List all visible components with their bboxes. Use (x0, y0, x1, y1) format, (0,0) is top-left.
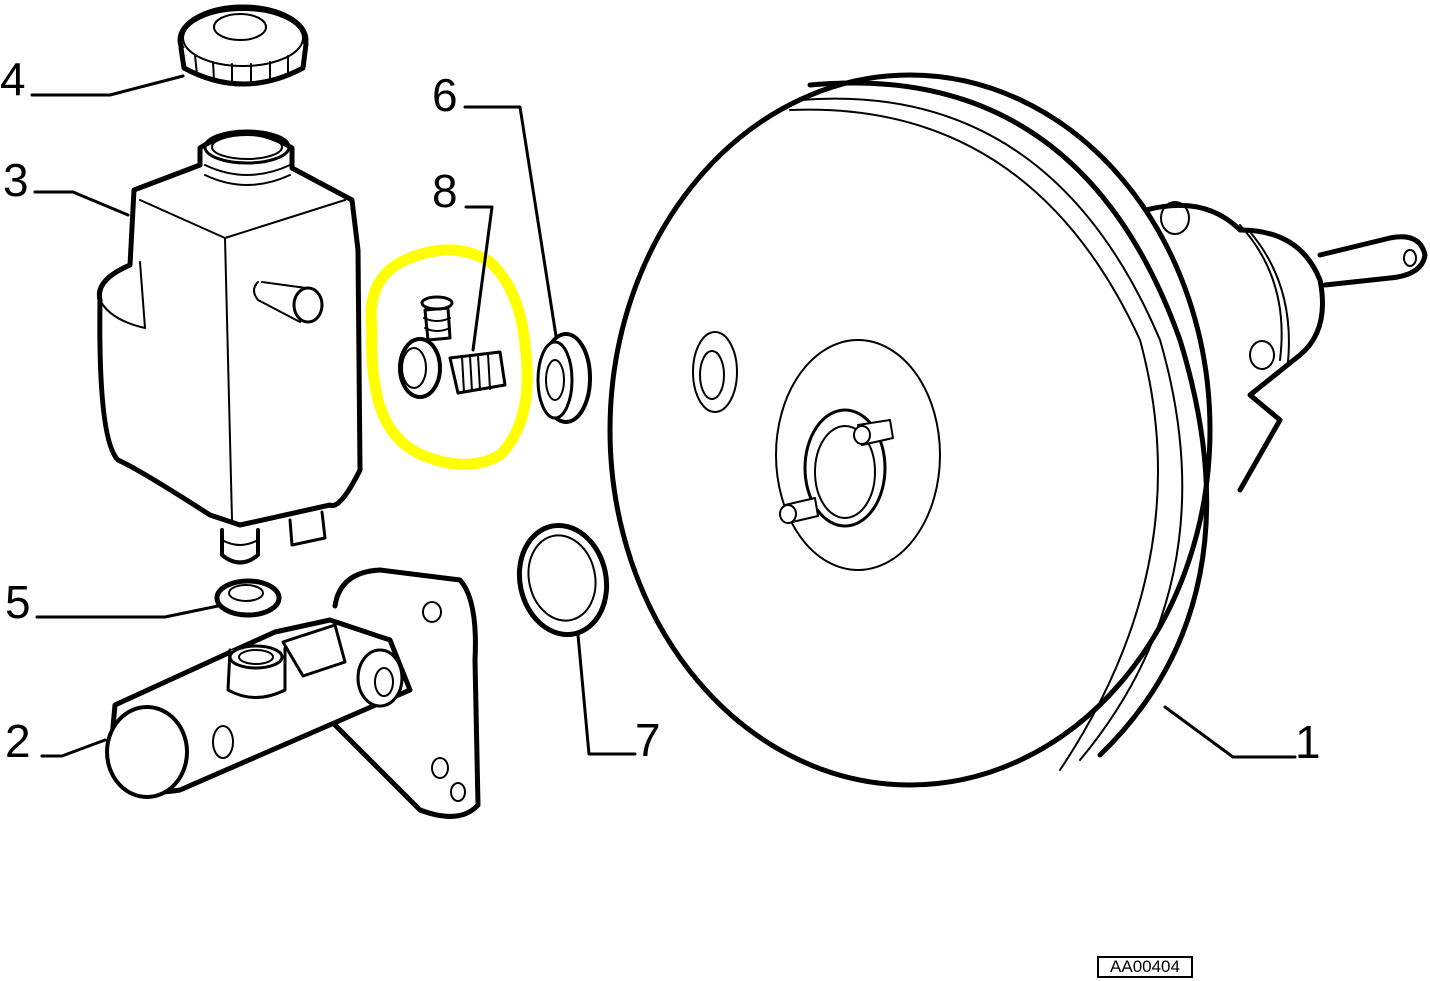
leader-line-7 (576, 633, 637, 756)
leader-line-6 (463, 105, 558, 338)
seal-ring-7-drawing (516, 522, 610, 638)
callout-8: 8 (432, 165, 458, 217)
callout-2: 2 (5, 715, 31, 767)
grommet-drawing (536, 332, 592, 424)
master-cylinder-drawing (105, 567, 481, 819)
leader-line-2 (40, 738, 107, 758)
union-fitting-drawing (398, 295, 507, 399)
callout-7: 7 (635, 714, 661, 766)
callout-1: 1 (1295, 716, 1321, 768)
callout-5: 5 (5, 576, 31, 628)
leader-lines (30, 74, 1297, 759)
brake-booster-drawing (607, 72, 1428, 788)
callout-4: 4 (0, 53, 26, 105)
reservoir-drawing (96, 129, 363, 565)
callout-6: 6 (432, 69, 458, 121)
leader-line-5 (35, 604, 220, 619)
callout-3: 3 (3, 154, 29, 206)
highlight-circle (365, 244, 533, 470)
reference-code-label: AA00404 (1097, 956, 1193, 978)
leader-line-1 (1163, 705, 1297, 759)
reservoir-cap-drawing (177, 4, 309, 87)
leader-line-8 (464, 205, 494, 352)
leader-line-3 (33, 190, 130, 217)
seal-ring-drawing (214, 578, 282, 618)
leader-line-4 (30, 74, 185, 97)
